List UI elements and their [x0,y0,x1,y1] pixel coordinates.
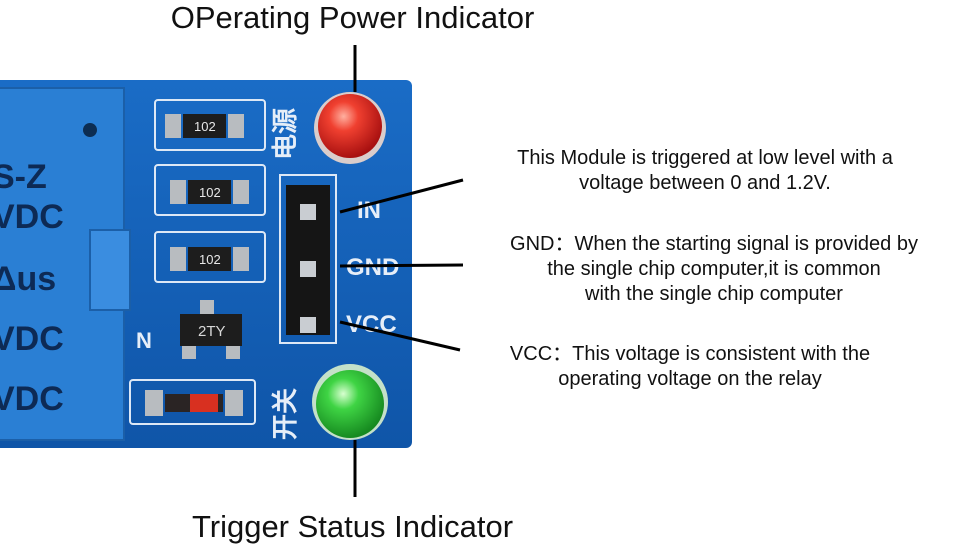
gnd-note: GND：When the starting signal is provided… [464,232,960,307]
switch-chars-label: 开关 [270,388,300,440]
transistor: 2TY [180,300,242,359]
relay-text-2: VDC [0,198,64,236]
trigger-indicator-label: Trigger Status Indicator [191,509,514,544]
relay-label-texts: S-Z VDC Δus VDC VDC [0,158,64,418]
trigger-note: This Module is triggered at low level wi… [470,146,940,196]
status-led-icon [316,370,384,438]
vcc-note-line-2: operating voltage on the relay [558,368,822,390]
resistor-1: 102 [154,99,266,151]
gnd-note-line-1: GND：When the starting signal is provided… [510,233,918,255]
diode [129,379,256,425]
resistor-2-code: 102 [199,185,221,200]
power-indicator-label: OPerating Power Indicator [170,0,535,35]
pin-label-gnd: GND [346,254,399,281]
relay-text-1: S-Z [0,158,47,196]
trigger-note-line-1: This Module is triggered at low level wi… [517,147,893,169]
resistor-3-code: 102 [199,252,221,267]
relay-text-5: VDC [0,380,64,418]
vcc-callout-line [339,320,461,352]
gnd-note-line-2: the single chip computer,it is common [547,258,881,280]
relay-screw-icon [83,123,97,137]
transistor-code: 2TY [198,323,226,340]
trigger-callout-line [339,178,464,214]
pin-in [300,204,316,220]
relay-text-4: VDC [0,320,64,358]
trigger-note-line-2: voltage between 0 and 1.2V. [579,172,831,194]
resistor-3: 102 [154,231,266,283]
relay-text-3: Δus [0,260,56,298]
gnd-note-line-3: with the single chip computer [585,283,843,305]
resistor-2: 102 [154,164,266,216]
vcc-note: VCC：This voltage is consistent with the … [465,342,915,392]
relay-side-bracket [89,229,131,311]
power-led-icon [318,94,382,158]
power-chars-label: 电源 [270,108,300,160]
n-label: N [136,328,152,353]
vcc-note-line-1: VCC：This voltage is consistent with the [509,343,871,365]
pin-vcc [300,317,316,333]
pin-header [279,174,337,344]
gnd-callout-line [339,263,464,268]
pin-gnd [300,261,316,277]
resistor-1-code: 102 [194,119,216,134]
